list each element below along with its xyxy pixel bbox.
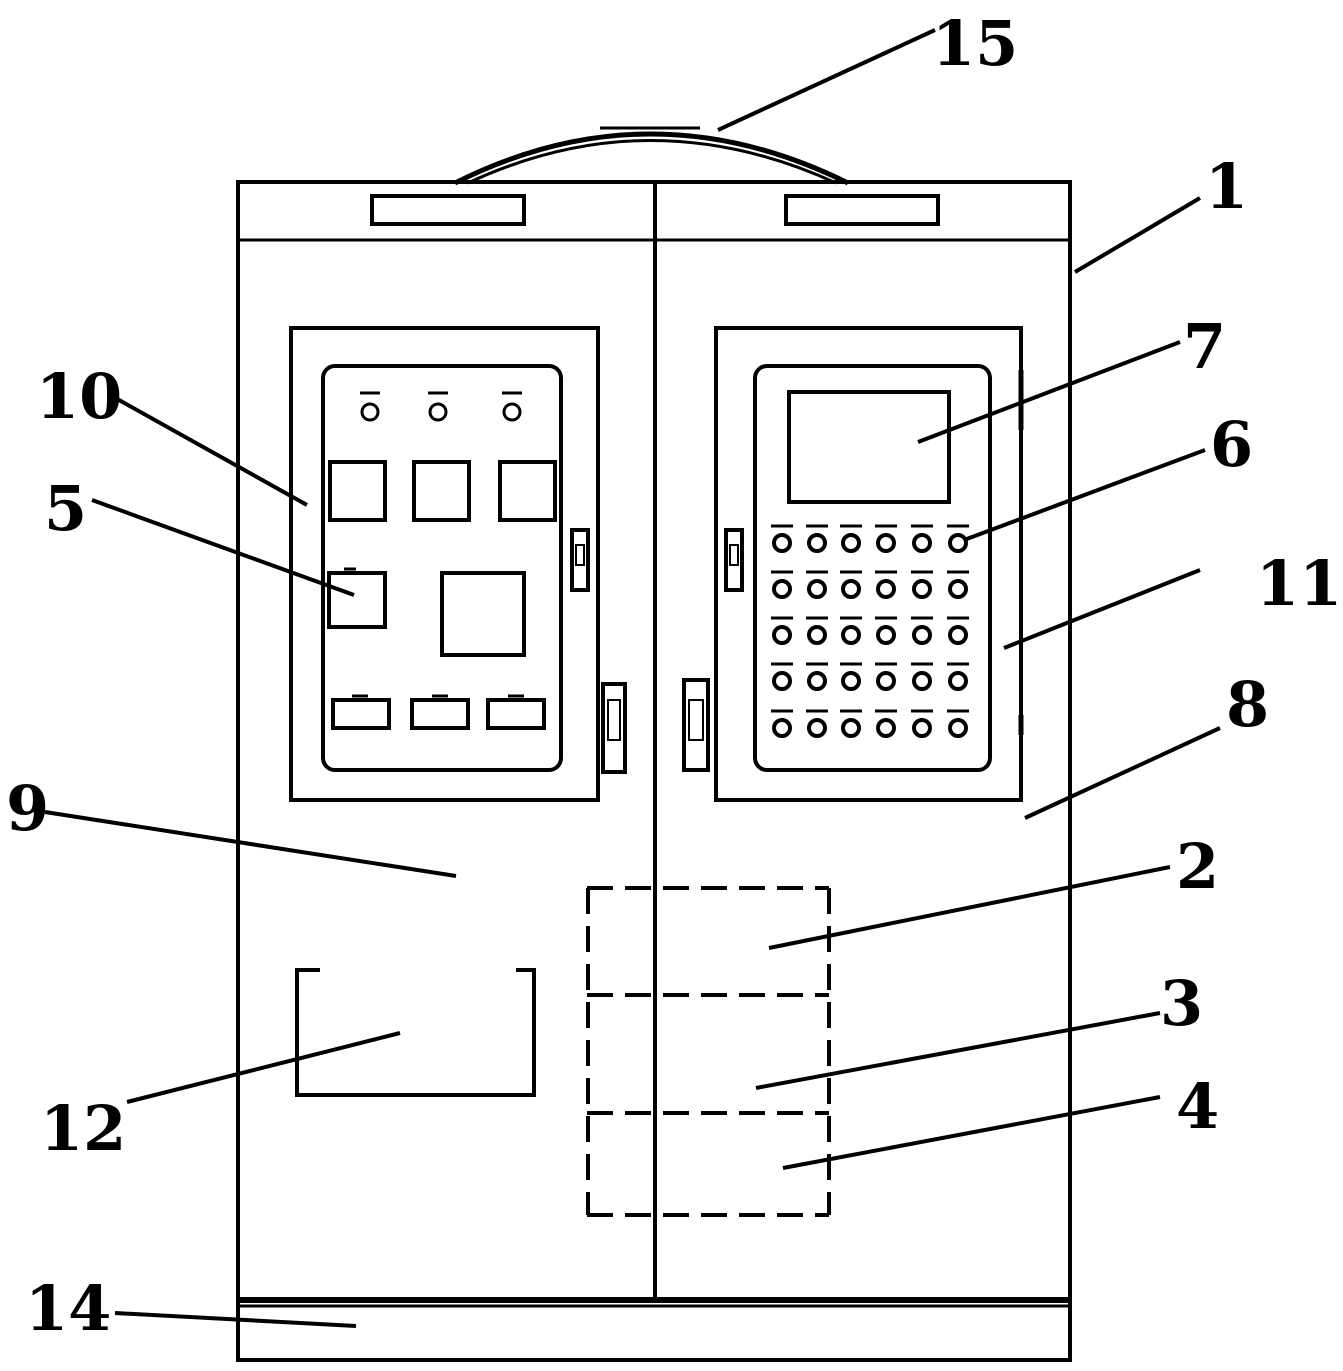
panel-button-icon — [841, 671, 861, 691]
panel-button-icon — [807, 625, 827, 645]
callout-12: 12 — [40, 1092, 126, 1165]
callout-3: 3 — [1160, 967, 1203, 1040]
display-module — [440, 571, 526, 657]
callout-5: 5 — [44, 472, 87, 545]
callout-14: 14 — [25, 1272, 111, 1345]
panel-button-icon — [912, 625, 932, 645]
panel-button-icon — [807, 579, 827, 599]
panel-button-icon — [772, 533, 792, 553]
panel-button-icon — [948, 625, 968, 645]
callout-1: 1 — [1205, 150, 1248, 223]
button-grid — [771, 524, 969, 738]
indicator-lamps — [360, 391, 522, 422]
callout-10: 10 — [36, 360, 122, 433]
panel-button-icon — [841, 718, 861, 738]
panel-button-icon — [772, 671, 792, 691]
left-control-board — [321, 364, 563, 772]
panel-button-icon — [841, 625, 861, 645]
top-vent-left — [370, 194, 526, 226]
door-handles — [570, 528, 744, 774]
panel-button-icon — [912, 533, 932, 553]
lamp-icon — [360, 402, 380, 422]
panel-button-icon — [948, 533, 968, 553]
left-panel-window — [289, 326, 600, 802]
switch-module — [327, 571, 387, 629]
panel-button-icon — [807, 533, 827, 553]
callout-8: 8 — [1226, 668, 1269, 741]
button-box — [410, 698, 470, 730]
panel-button-icon — [841, 579, 861, 599]
panel-button-icon — [912, 718, 932, 738]
meter-box — [412, 460, 471, 522]
button-box — [331, 698, 391, 730]
callout-labels: 15 1 7 6 11 8 10 5 9 2 3 4 12 14 — [6, 7, 1342, 1345]
callout-7: 7 — [1183, 310, 1226, 383]
callout-4: 4 — [1176, 1070, 1219, 1143]
panel-button-icon — [772, 718, 792, 738]
panel-button-icon — [912, 579, 932, 599]
panel-button-icon — [912, 671, 932, 691]
right-control-board — [753, 364, 992, 772]
panel-button-icon — [948, 718, 968, 738]
cabinet-body — [236, 180, 1072, 1362]
panel-button-icon — [772, 579, 792, 599]
callout-11: 11 — [1256, 547, 1342, 620]
meter-box — [498, 460, 557, 522]
button-box — [486, 698, 546, 730]
panel-button-icon — [948, 671, 968, 691]
display-screen — [787, 390, 951, 504]
top-vent-right — [784, 194, 940, 226]
callout-9: 9 — [6, 772, 49, 845]
panel-button-icon — [876, 533, 896, 553]
panel-button-icon — [807, 671, 827, 691]
panel-button-icon — [948, 579, 968, 599]
panel-button-icon — [841, 533, 861, 553]
panel-button-icon — [876, 579, 896, 599]
nameplate-frame — [295, 968, 536, 1097]
panel-button-icon — [876, 625, 896, 645]
callout-2: 2 — [1176, 830, 1219, 903]
panel-button-icon — [876, 718, 896, 738]
meter-box — [328, 460, 387, 522]
panel-button-icon — [807, 718, 827, 738]
top-handle — [453, 126, 850, 186]
callout-15: 15 — [932, 7, 1018, 80]
callout-6: 6 — [1210, 408, 1253, 481]
leader-lines — [44, 28, 1221, 1328]
panel-button-icon — [876, 671, 896, 691]
panel-button-icon — [772, 625, 792, 645]
lamp-icon — [428, 402, 448, 422]
lamp-icon — [502, 402, 522, 422]
right-panel-window — [714, 326, 1024, 802]
